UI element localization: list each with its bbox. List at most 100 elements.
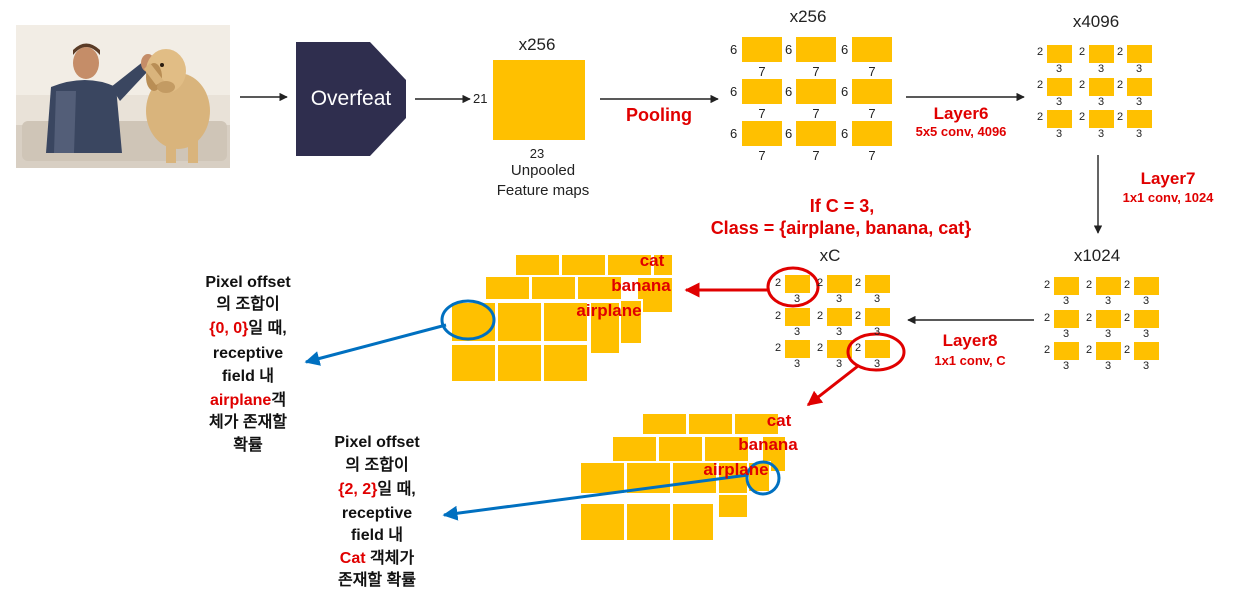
- layer8-channels-label: xC: [819, 246, 841, 265]
- class-label-banana: banana: [738, 435, 798, 454]
- note-1-line-3-rest: 일 때,: [248, 320, 287, 337]
- layer7-height-label: 2: [1044, 344, 1051, 356]
- note-1-class-name: airplane: [209, 392, 272, 409]
- layer8-label: Layer8: [942, 331, 998, 350]
- layer6-height-label: 2: [1117, 79, 1124, 91]
- unpooled-caption-line2: Feature maps: [496, 182, 590, 199]
- offset-2-2-highlight-circle: [846, 332, 906, 372]
- offset-2-2-pixel-circle: [745, 460, 781, 496]
- layer8-height-label: 2: [855, 310, 862, 322]
- layer8-height-label: 2: [855, 277, 862, 289]
- layer8-width-label: 3: [793, 293, 801, 305]
- pooled-height-label: 6: [730, 126, 738, 141]
- layer7-height-label: 2: [1124, 312, 1131, 324]
- note-2-line-6: Cat 객체가: [340, 550, 414, 568]
- layer7-height-label: 2: [1086, 344, 1093, 356]
- layer7-width-label: 3: [1062, 360, 1070, 372]
- layer8-width-label: 3: [873, 326, 881, 338]
- pooled-width-label: 7: [758, 106, 766, 121]
- layer6-height-label: 2: [1117, 46, 1124, 58]
- unpooled-width-label: 23: [529, 146, 545, 161]
- note-1-line-4: receptive: [212, 345, 284, 362]
- layer8-width-label: 3: [835, 293, 843, 305]
- layer6-desc: 5x5 conv, 4096: [915, 124, 1007, 139]
- layer6-width-label: 3: [1097, 63, 1105, 75]
- layer6-channels-label: x4096: [1072, 12, 1120, 31]
- note-2-line-3: {2, 2}일 때,: [338, 481, 415, 499]
- class-label-airplane: airplane: [576, 301, 642, 320]
- unpooled-caption-line1: Unpooled: [510, 162, 576, 179]
- man-and-dog-high-five-photo: [16, 25, 230, 168]
- note-2-line-5: field 내: [350, 527, 404, 544]
- pooled-height-label: 6: [841, 126, 849, 141]
- layer6-height-label: 2: [1037, 79, 1044, 91]
- layer6-width-label: 3: [1097, 128, 1105, 140]
- layer6-height-label: 2: [1037, 46, 1044, 58]
- pooled-height-label: 6: [841, 84, 849, 99]
- layer8-width-label: 3: [835, 358, 843, 370]
- layer7-feature-grid: [1054, 277, 1159, 360]
- layer6-width-label: 3: [1135, 128, 1143, 140]
- layer8-height-label: 2: [775, 342, 782, 354]
- layer8-desc: 1x1 conv, C: [934, 353, 1006, 368]
- layer8-height-label: 2: [855, 342, 862, 354]
- layer6-height-label: 2: [1079, 46, 1086, 58]
- layer6-width-label: 3: [1135, 96, 1143, 108]
- note-2-line-1: Pixel offset: [334, 434, 420, 451]
- layer6-width-label: 3: [1135, 63, 1143, 75]
- layer8-width-label: 3: [873, 358, 881, 370]
- condition-line-1: If C = 3,: [809, 196, 875, 216]
- pooled-feature-grid: [742, 37, 892, 146]
- overfeat-network-block: [296, 42, 406, 156]
- unpooled-channels-label: x256: [518, 35, 556, 54]
- class-label-banana: banana: [611, 276, 671, 295]
- arrow-blue-to-note-1: [304, 323, 447, 366]
- layer6-width-label: 3: [1055, 63, 1063, 75]
- layer7-height-label: 2: [1086, 312, 1093, 324]
- layer7-height-label: 2: [1124, 279, 1131, 291]
- layer7-width-label: 3: [1062, 328, 1070, 340]
- note-2-class-name: Cat: [339, 550, 366, 567]
- offset-0-0-highlight-circle: [766, 266, 820, 308]
- layer7-height-label: 2: [1086, 279, 1093, 291]
- note-2-offset-value: {2, 2}: [338, 481, 378, 498]
- note-1-line-2: 의 조합이: [216, 296, 280, 313]
- layer7-height-label: 2: [1124, 344, 1131, 356]
- layer6-width-label: 3: [1055, 96, 1063, 108]
- pooled-width-label: 7: [868, 106, 876, 121]
- layer7-width-label: 3: [1104, 328, 1112, 340]
- pooled-height-label: 6: [785, 84, 793, 99]
- layer8-width-label: 3: [793, 358, 801, 370]
- layer8-width-label: 3: [793, 326, 801, 338]
- layer7-height-label: 2: [1044, 279, 1051, 291]
- layer6-height-label: 2: [1079, 79, 1086, 91]
- pooled-height-label: 6: [785, 42, 793, 57]
- pooled-height-label: 6: [730, 42, 738, 57]
- layer7-width-label: 3: [1142, 360, 1150, 372]
- layer7-label: Layer7: [1140, 169, 1196, 188]
- note-1-line-1: Pixel offset: [205, 274, 291, 291]
- arrow-red-offset-2-2: [806, 364, 859, 407]
- layer6-width-label: 3: [1097, 96, 1105, 108]
- note-2-line-7: 존재할 확률: [337, 572, 417, 589]
- unpooled-feature-map: [493, 60, 585, 140]
- note-2-line-6-rest: 객체가: [365, 550, 415, 567]
- layer7-width-label: 3: [1062, 295, 1070, 307]
- offset-0-0-pixel-circle: [440, 299, 496, 341]
- class-label-cat: cat: [639, 251, 665, 270]
- note-2-line-2: 의 조합이: [345, 457, 409, 474]
- pooling-channels-label: x256: [789, 7, 827, 26]
- overfeat-label: Overfeat: [310, 87, 392, 110]
- pooled-width-label: 7: [758, 148, 766, 163]
- note-2-line-3-rest: 일 때,: [377, 481, 416, 498]
- note-1-line-6: airplane객: [210, 392, 286, 410]
- pooled-width-label: 7: [812, 64, 820, 79]
- pooled-height-label: 6: [785, 126, 793, 141]
- layer8-height-label: 2: [775, 310, 782, 322]
- pooled-height-label: 6: [841, 42, 849, 57]
- layer8-height-label: 2: [817, 277, 824, 289]
- pooled-width-label: 7: [812, 106, 820, 121]
- note-1-offset-value: {0, 0}: [209, 320, 249, 337]
- layer8-height-label: 2: [817, 342, 824, 354]
